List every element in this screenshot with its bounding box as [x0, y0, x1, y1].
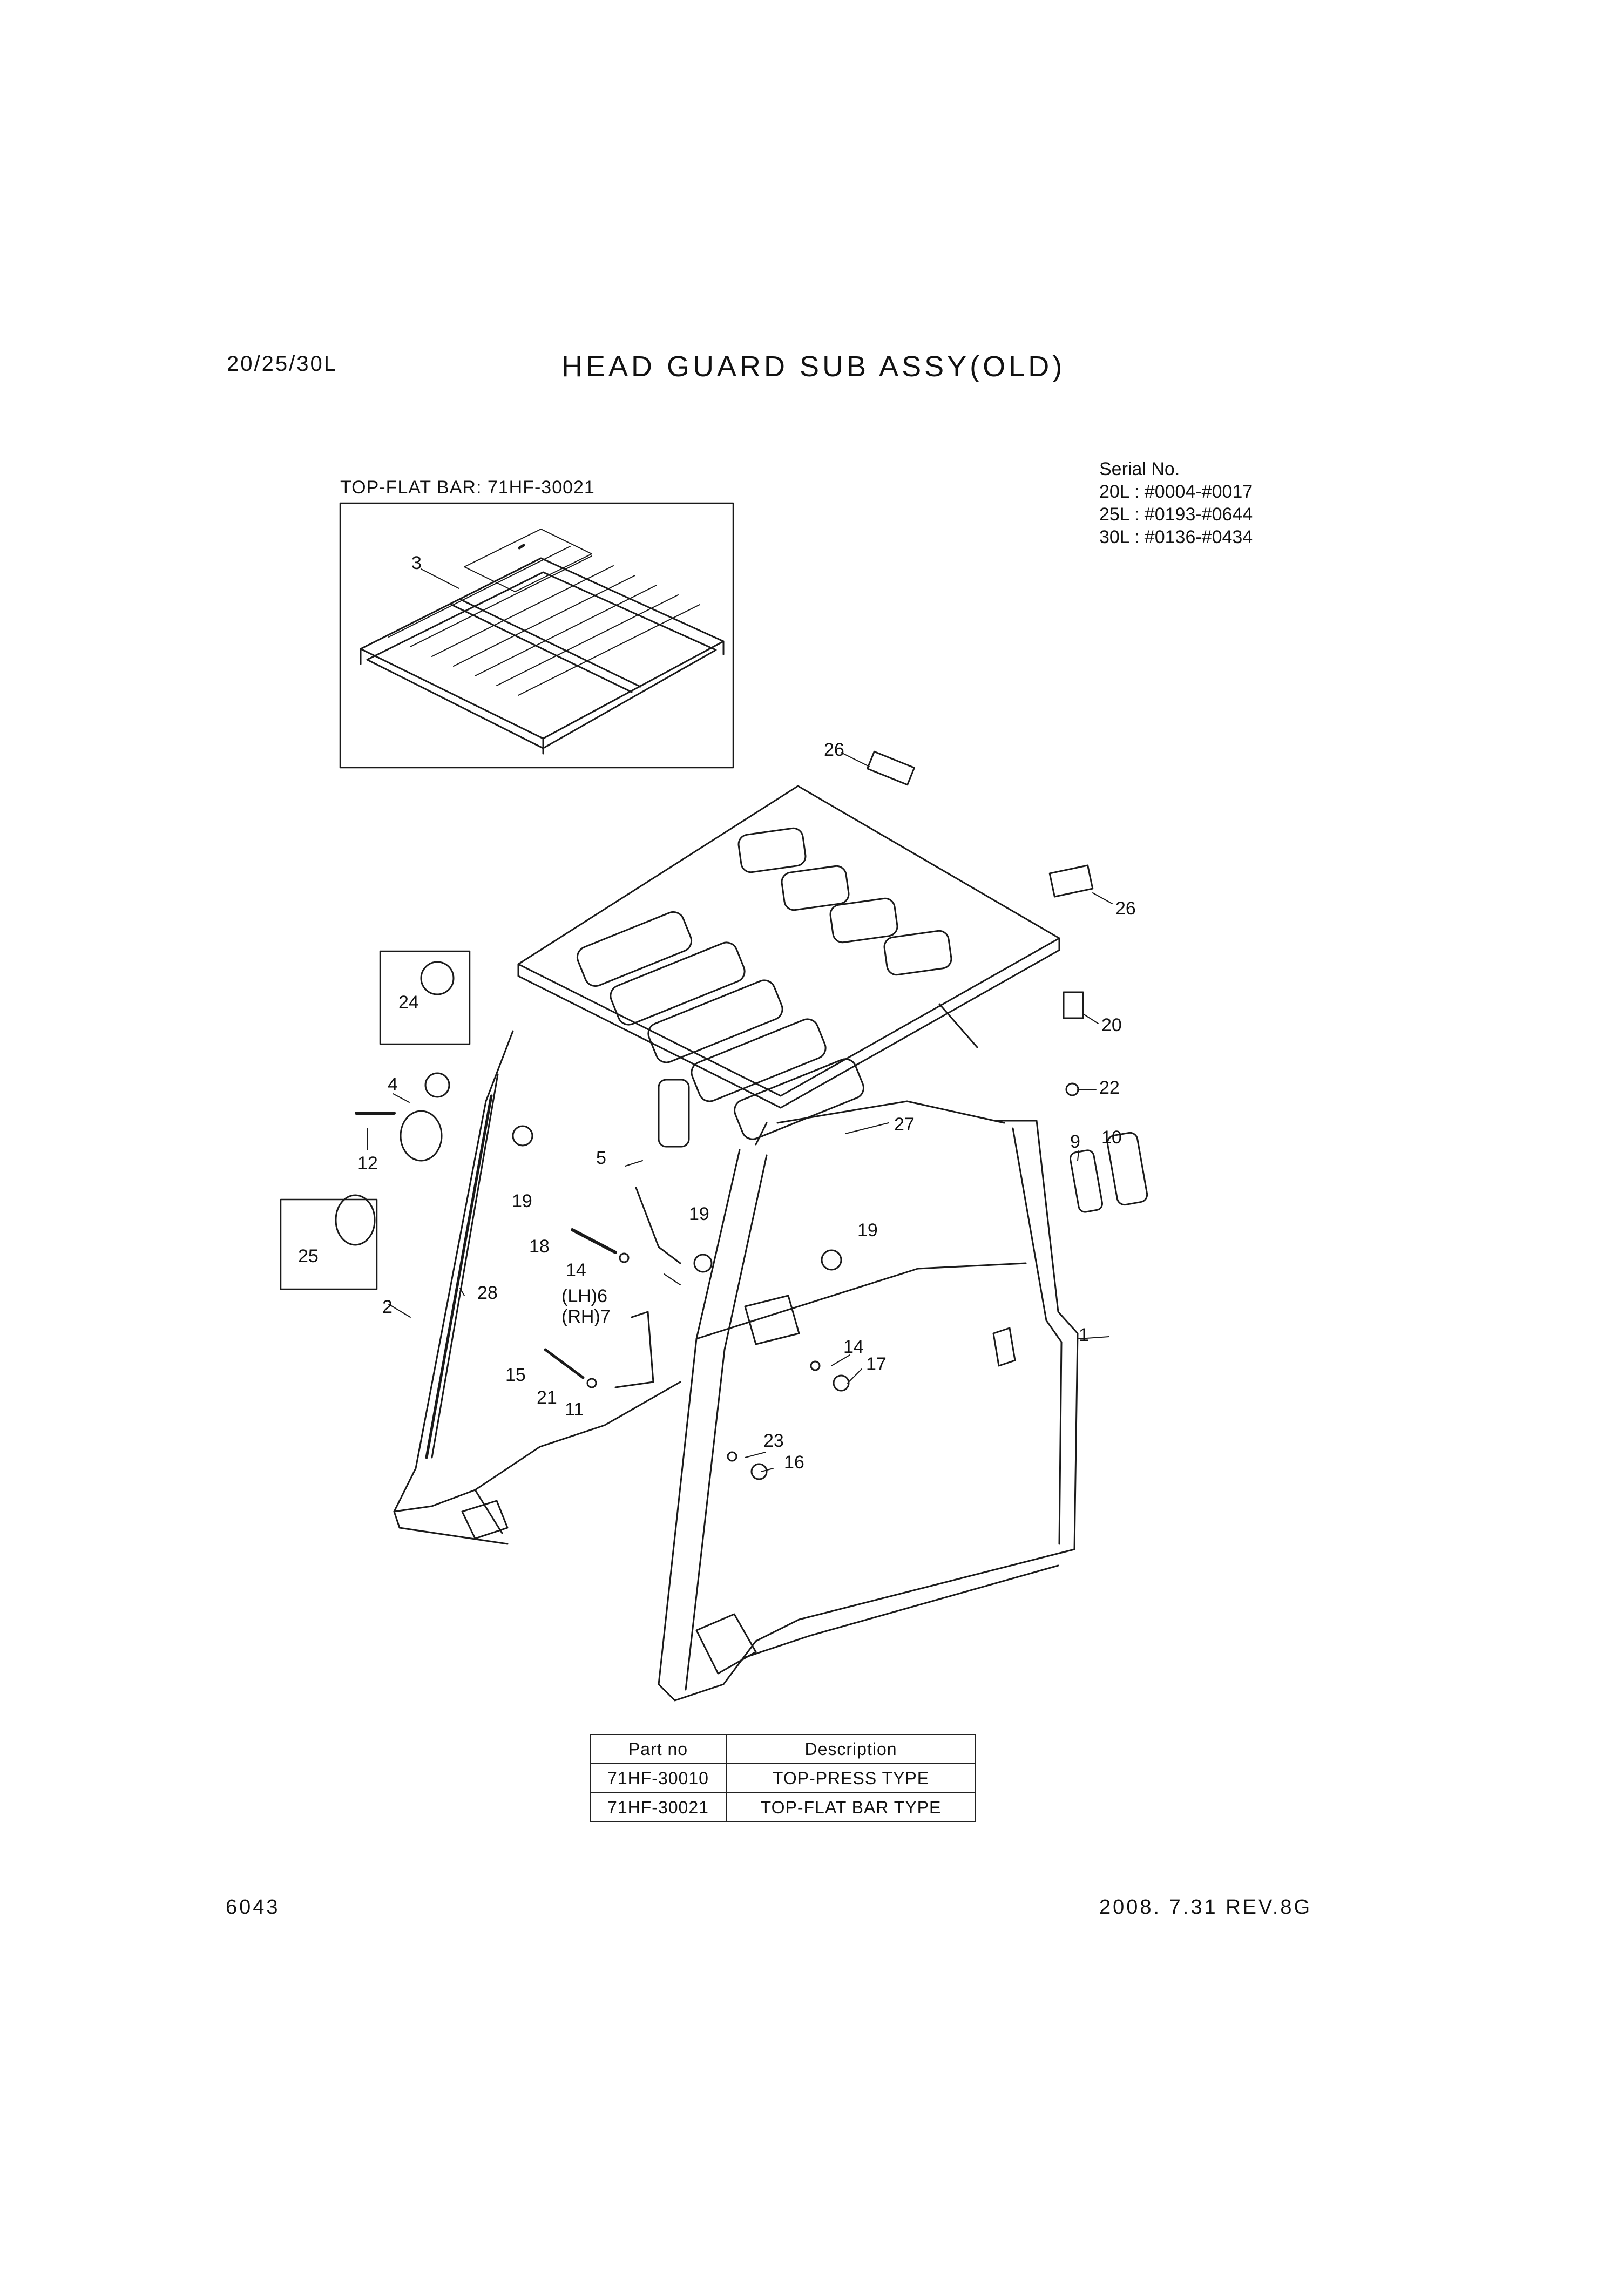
- page-title: HEAD GUARD SUB ASSY(OLD): [561, 350, 1066, 383]
- table-row: 71HF-30010 TOP-PRESS TYPE: [590, 1763, 976, 1793]
- part-26-right: [1048, 864, 1094, 898]
- serial-number-block: Serial No. 20L : #0004-#0017 25L : #0193…: [1099, 458, 1253, 548]
- callout-6-lh: (LH)6: [561, 1286, 607, 1306]
- part-4: [424, 1072, 450, 1098]
- callout-3: 3: [411, 553, 422, 573]
- callout-26-upper: 26: [824, 740, 844, 760]
- part-19-left: [512, 1125, 533, 1147]
- callout-25: 25: [298, 1246, 319, 1266]
- callout-14-right: 14: [843, 1337, 864, 1357]
- inset-box-25: [280, 1198, 378, 1290]
- part-22: [1065, 1082, 1079, 1096]
- nut-17: [833, 1374, 850, 1392]
- grip-11: [614, 1311, 654, 1388]
- callout-19-mid: 19: [689, 1204, 709, 1224]
- part-25: [335, 1194, 376, 1246]
- page-number: 6043: [226, 1896, 280, 1919]
- part-19-mid: [693, 1254, 713, 1273]
- callout-14-left: 14: [566, 1260, 586, 1280]
- callout-16: 16: [784, 1452, 804, 1473]
- callout-15: 15: [505, 1365, 526, 1385]
- leader-3: [421, 568, 459, 589]
- washer-14: [619, 1252, 630, 1263]
- mirror-bracket-6-7: [635, 1187, 681, 1264]
- washer-21: [586, 1378, 597, 1388]
- callout-12: 12: [357, 1153, 378, 1174]
- description-cell: TOP-PRESS TYPE: [726, 1763, 976, 1793]
- part-no-cell: 71HF-30010: [590, 1763, 727, 1793]
- callout-24: 24: [398, 992, 419, 1013]
- callout-26-right: 26: [1115, 898, 1136, 919]
- callout-23: 23: [763, 1431, 784, 1451]
- serial-line-30l: 30L : #0136-#0434: [1099, 527, 1253, 547]
- callout-21: 21: [537, 1387, 557, 1408]
- parts-table-header: Part no Description: [590, 1734, 976, 1764]
- bolt-18: [571, 1228, 617, 1254]
- callout-17: 17: [866, 1354, 887, 1374]
- inset-flat-bar-top: [339, 502, 734, 769]
- callout-9: 9: [1070, 1132, 1080, 1152]
- part-24: [420, 961, 455, 995]
- callout-19-left: 19: [512, 1191, 532, 1211]
- parts-table: Part no Description 71HF-30010 TOP-PRESS…: [590, 1734, 976, 1822]
- frame-left-pillar: [393, 1030, 681, 1545]
- callout-2: 2: [382, 1297, 393, 1317]
- serial-line-25l: 25L : #0193-#0644: [1099, 504, 1253, 525]
- serial-heading: Serial No.: [1099, 459, 1180, 479]
- weather-strip-28: [425, 1094, 493, 1459]
- callout-4: 4: [388, 1074, 398, 1095]
- part-19-right: [821, 1249, 842, 1271]
- callout-1: 1: [1079, 1325, 1089, 1345]
- serial-line-20l: 20L : #0004-#0017: [1099, 482, 1253, 502]
- frame-right-assy: [658, 1100, 1079, 1702]
- callout-28: 28: [477, 1283, 498, 1303]
- callout-20: 20: [1101, 1015, 1122, 1035]
- date-revision: 2008. 7.31 REV.8G: [1099, 1896, 1312, 1919]
- nut-16: [750, 1463, 768, 1480]
- callout-27: 27: [894, 1114, 915, 1135]
- model-code: 20/25/30L: [227, 352, 337, 376]
- callout-7-rh: (RH)7: [561, 1306, 611, 1327]
- bolt-15: [544, 1348, 585, 1379]
- header-description: Description: [726, 1734, 976, 1764]
- washer-14-right: [810, 1360, 821, 1371]
- small-components: [335, 750, 1148, 1480]
- part-10: [1106, 1132, 1148, 1206]
- part-20: [1063, 991, 1084, 1019]
- header-part-no: Part no: [590, 1734, 727, 1764]
- table-row: 71HF-30021 TOP-FLAT BAR TYPE: [590, 1792, 976, 1822]
- washer-23: [727, 1451, 737, 1462]
- callout-22: 22: [1099, 1078, 1120, 1098]
- description-cell: TOP-FLAT BAR TYPE: [726, 1792, 976, 1822]
- callout-5: 5: [596, 1148, 606, 1168]
- callout-11: 11: [565, 1399, 584, 1420]
- callout-18: 18: [529, 1236, 550, 1257]
- part-26-upper: [867, 750, 915, 786]
- head-guard-roof-panel: [517, 785, 1060, 1140]
- callout-19-right: 19: [857, 1220, 878, 1241]
- inset-box-24: [379, 950, 471, 1045]
- rear-mirror-5: [658, 1079, 690, 1148]
- inset-label: TOP-FLAT BAR: 71HF-30021: [340, 477, 595, 498]
- work-lamp: [400, 1110, 443, 1162]
- callout-10: 10: [1101, 1127, 1122, 1148]
- part-no-cell: 71HF-30021: [590, 1792, 727, 1822]
- part-9: [1070, 1149, 1103, 1213]
- callout-leaders: [367, 752, 1113, 1472]
